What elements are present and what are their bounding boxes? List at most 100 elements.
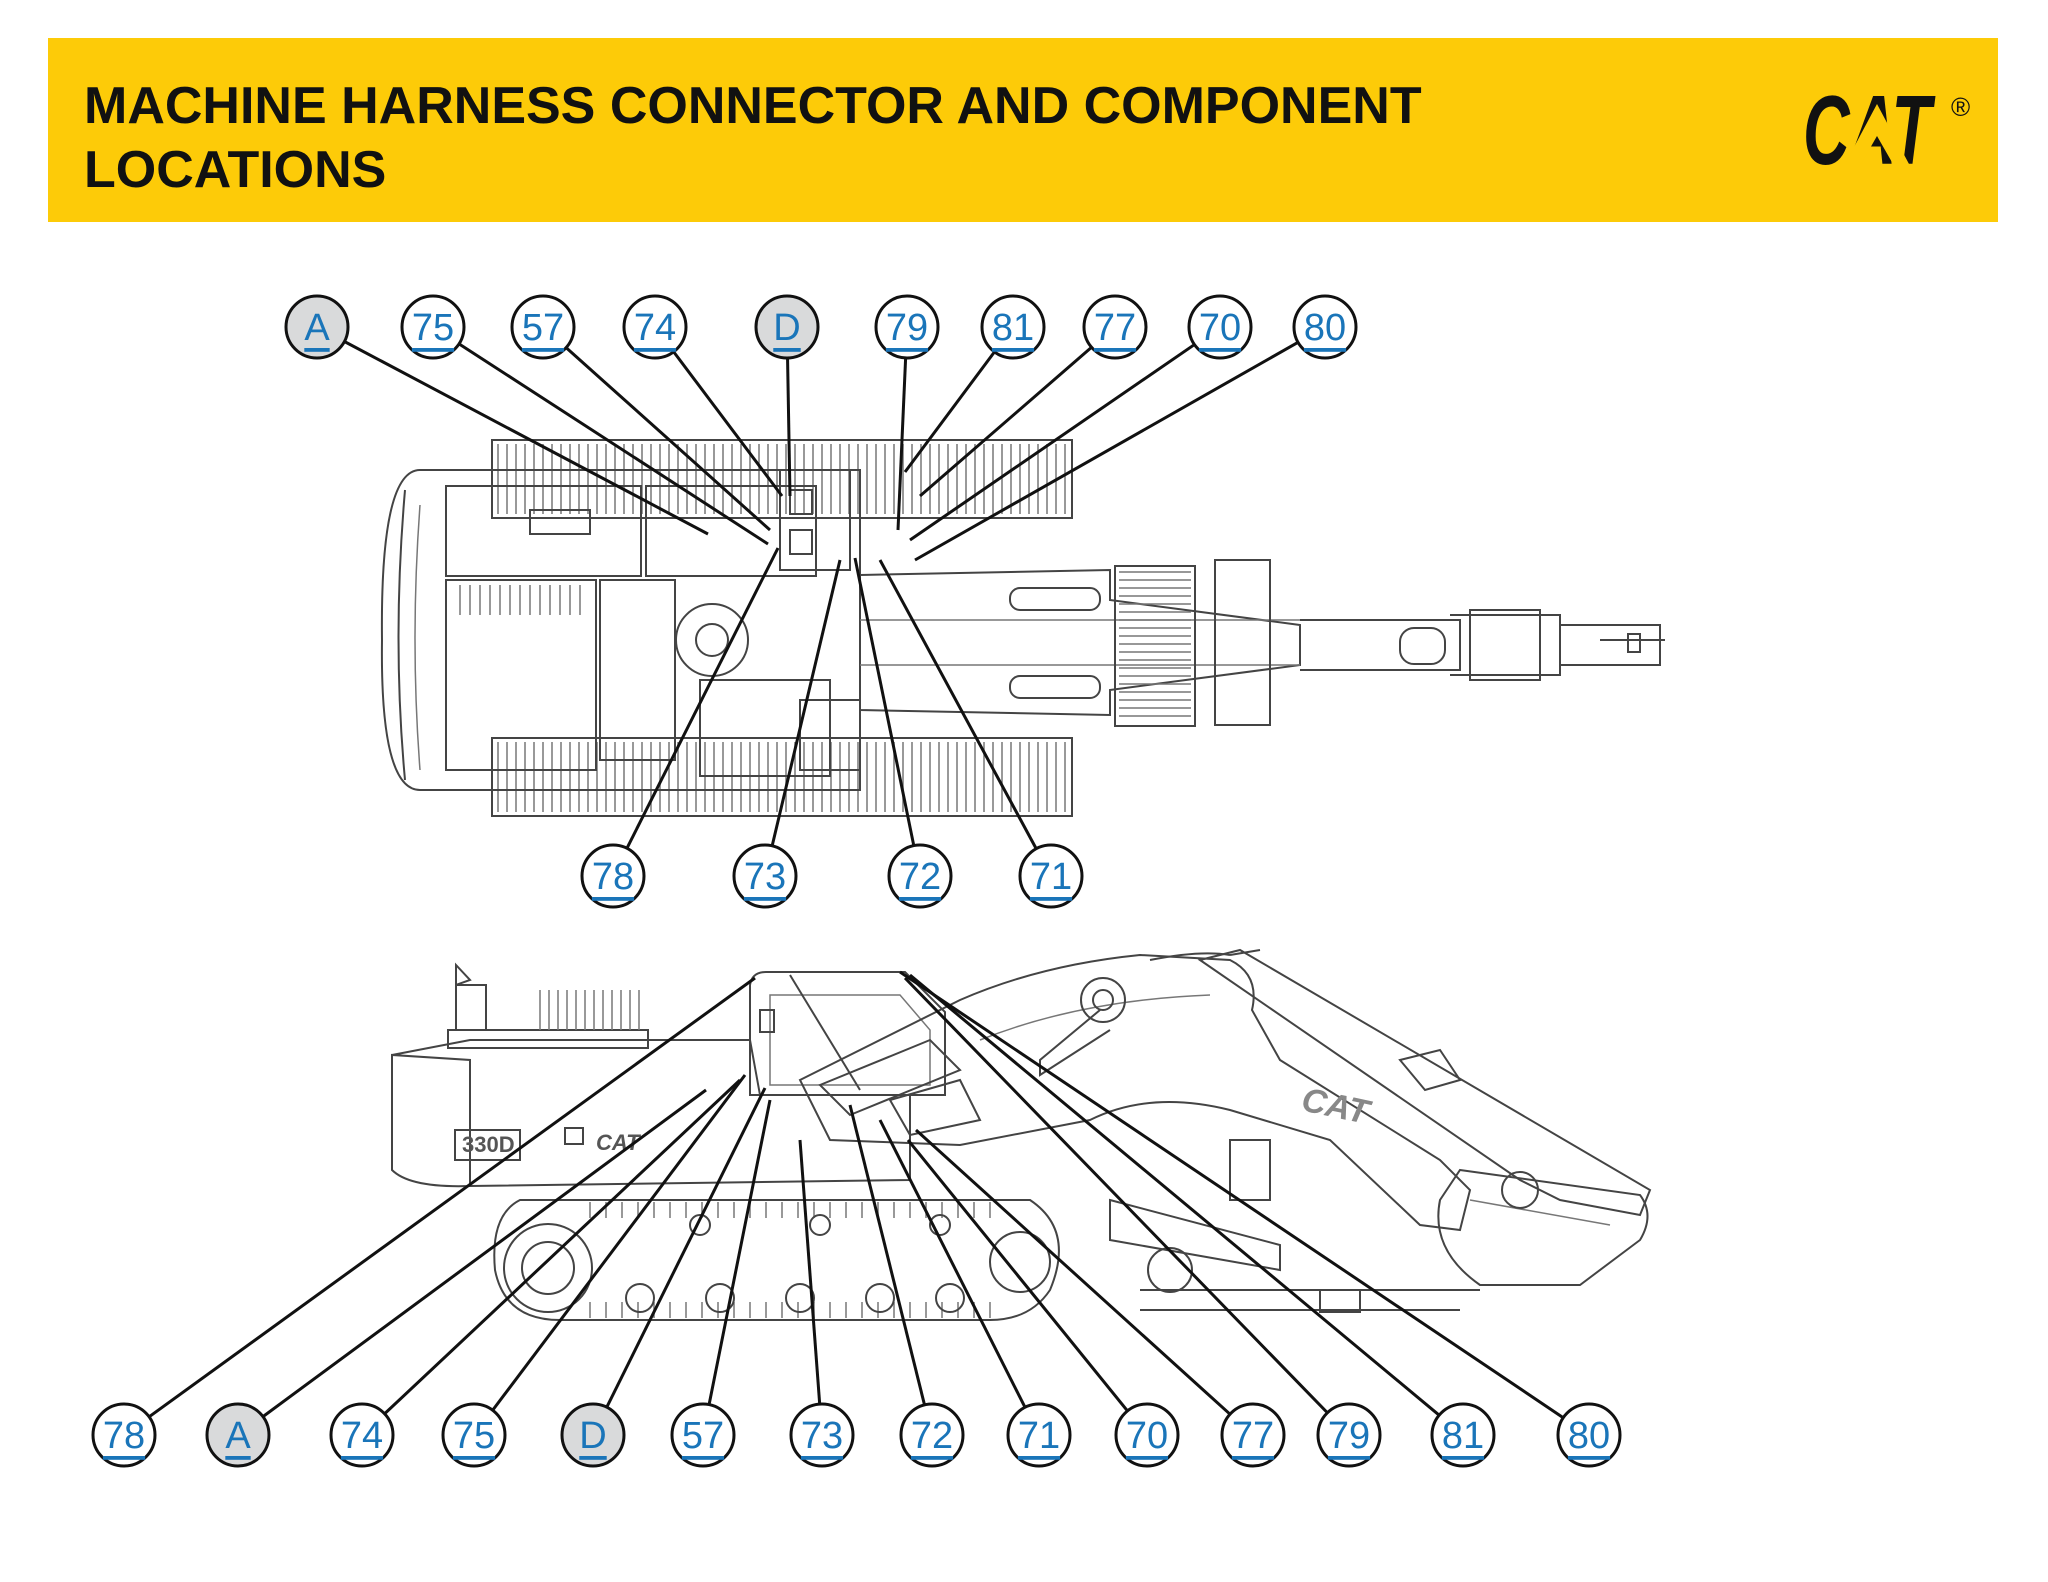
top-callout-77[interactable]: 77 — [1082, 294, 1148, 360]
side-callout-link[interactable]: 74 — [341, 1415, 383, 1457]
top-callout-72[interactable]: 72 — [887, 843, 953, 909]
top-callout-link[interactable]: 75 — [412, 307, 454, 349]
side-callout-link[interactable]: 57 — [682, 1415, 724, 1457]
top-callout-circle — [874, 294, 940, 360]
side-callout-link[interactable]: 81 — [1442, 1415, 1484, 1457]
side-callout-link[interactable]: D — [579, 1415, 606, 1457]
side-callout-78[interactable]: 78 — [91, 1402, 157, 1468]
side-callout-circle — [1114, 1402, 1180, 1468]
top-leader-71 — [878, 559, 1038, 850]
top-leader-73 — [770, 559, 842, 847]
side-leader-70 — [906, 1139, 1129, 1412]
top-callout-link[interactable]: D — [773, 307, 800, 349]
side-leader-77 — [914, 1128, 1232, 1416]
top-callout-circle — [1082, 294, 1148, 360]
side-callout-74[interactable]: 74 — [329, 1402, 395, 1468]
side-callout-link[interactable]: 75 — [453, 1415, 495, 1457]
side-callout-72[interactable]: 72 — [899, 1402, 965, 1468]
boom-top — [859, 559, 1665, 727]
engine-vent — [539, 990, 640, 1030]
top-callout-link[interactable]: 73 — [744, 856, 786, 898]
registered-mark: ® — [1951, 92, 1970, 122]
top-callout-link[interactable]: 70 — [1199, 307, 1241, 349]
top-callout-D[interactable]: D — [754, 294, 820, 360]
side-callout-link[interactable]: 80 — [1568, 1415, 1610, 1457]
side-view-leaders — [148, 970, 1565, 1419]
top-callout-A[interactable]: A — [284, 294, 350, 360]
side-callout-70[interactable]: 70 — [1114, 1402, 1180, 1468]
side-callout-circle — [329, 1402, 395, 1468]
model-label: 330D — [462, 1132, 515, 1157]
top-callout-75[interactable]: 75 — [400, 294, 466, 360]
cab-roof — [445, 485, 642, 577]
side-callout-link[interactable]: 77 — [1232, 1415, 1274, 1457]
top-callout-link[interactable]: 57 — [522, 307, 564, 349]
top-view-leaders-upper — [343, 340, 1299, 562]
side-callout-circle — [1316, 1402, 1382, 1468]
top-callout-73[interactable]: 73 — [732, 843, 798, 909]
side-callout-77[interactable]: 77 — [1220, 1402, 1286, 1468]
side-view-callouts: 78 A 74 75 D 57 73 72 71 70 77 79 81 80 — [91, 1402, 1622, 1468]
side-callout-73[interactable]: 73 — [789, 1402, 855, 1468]
top-leader-A — [343, 340, 709, 536]
top-callout-link[interactable]: 71 — [1030, 856, 1072, 898]
side-callout-81[interactable]: 81 — [1430, 1402, 1496, 1468]
side-callout-57[interactable]: 57 — [670, 1402, 736, 1468]
top-leader-70 — [909, 343, 1196, 542]
top-callout-link[interactable]: A — [304, 307, 330, 349]
top-callout-57[interactable]: 57 — [510, 294, 576, 360]
top-leader-78 — [625, 547, 780, 849]
side-callout-75[interactable]: 75 — [441, 1402, 507, 1468]
side-leader-79 — [903, 976, 1329, 1414]
side-leader-57 — [707, 1099, 772, 1405]
top-callout-74[interactable]: 74 — [622, 294, 688, 360]
top-callout-81[interactable]: 81 — [980, 294, 1046, 360]
side-callout-link[interactable]: A — [225, 1415, 251, 1457]
top-callout-71[interactable]: 71 — [1018, 843, 1084, 909]
side-callout-link[interactable]: 78 — [103, 1415, 145, 1457]
top-callout-circle — [1018, 843, 1084, 909]
operator-cab — [749, 971, 946, 1096]
top-leader-72 — [853, 557, 916, 846]
side-callout-79[interactable]: 79 — [1316, 1402, 1382, 1468]
side-callout-circle — [1220, 1402, 1286, 1468]
top-callout-link[interactable]: 79 — [886, 307, 928, 349]
counterweight — [391, 1053, 471, 1188]
top-callout-circle — [510, 294, 576, 360]
top-leader-75 — [458, 342, 769, 546]
top-callout-70[interactable]: 70 — [1187, 294, 1253, 360]
side-leader-D — [605, 1087, 767, 1408]
side-callout-71[interactable]: 71 — [1006, 1402, 1072, 1468]
top-leader-D — [786, 357, 792, 497]
top-callout-78[interactable]: 78 — [580, 843, 646, 909]
boom-brand-label: CAT — [1298, 1081, 1375, 1133]
top-callout-link[interactable]: 80 — [1304, 307, 1346, 349]
side-callout-D[interactable]: D — [560, 1402, 626, 1468]
top-callout-79[interactable]: 79 — [874, 294, 940, 360]
top-callout-link[interactable]: 81 — [992, 307, 1034, 349]
top-callout-80[interactable]: 80 — [1292, 294, 1358, 360]
side-callout-link[interactable]: 79 — [1328, 1415, 1370, 1457]
exhaust-stack — [455, 984, 487, 1031]
idler-wheel — [503, 1223, 593, 1313]
top-view-lower-callouts: 78 73 72 71 — [580, 843, 1084, 909]
top-callout-circle — [732, 843, 798, 909]
side-callout-80[interactable]: 80 — [1556, 1402, 1622, 1468]
top-callout-link[interactable]: 72 — [899, 856, 941, 898]
side-leader-81 — [909, 973, 1441, 1417]
top-callout-link[interactable]: 78 — [592, 856, 634, 898]
top-callout-circle — [887, 843, 953, 909]
side-callout-link[interactable]: 72 — [911, 1415, 953, 1457]
side-leader-75 — [491, 1074, 747, 1412]
top-callout-link[interactable]: 74 — [634, 307, 676, 349]
side-callout-link[interactable]: 70 — [1126, 1415, 1168, 1457]
top-leader-80 — [914, 341, 1299, 562]
side-leader-71 — [878, 1119, 1027, 1409]
side-callout-link[interactable]: 73 — [801, 1415, 843, 1457]
side-callout-A[interactable]: A — [205, 1402, 271, 1468]
top-leader-74 — [672, 350, 784, 497]
top-callout-circle — [284, 294, 350, 360]
top-callout-link[interactable]: 77 — [1094, 307, 1136, 349]
side-callout-link[interactable]: 71 — [1018, 1415, 1060, 1457]
